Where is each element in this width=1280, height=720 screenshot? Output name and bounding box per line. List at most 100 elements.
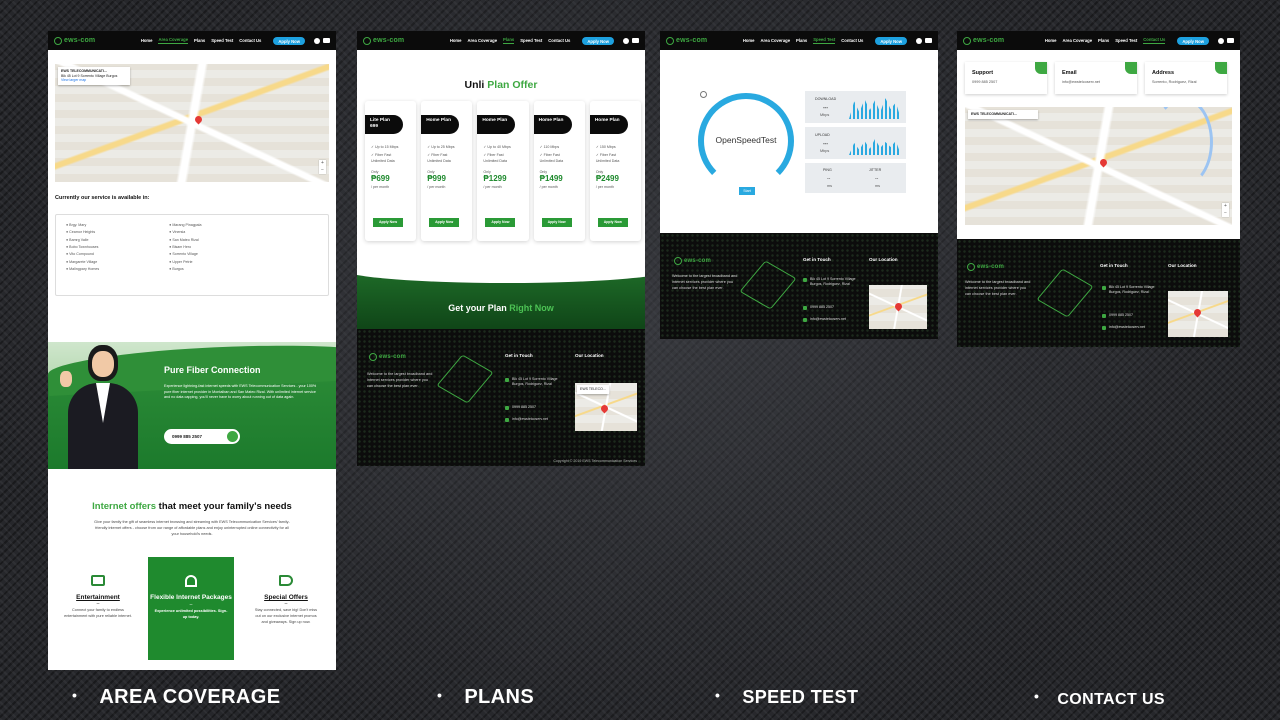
nav-contact[interactable]: Contact Us	[1143, 37, 1166, 44]
map-pin-icon	[1102, 285, 1106, 290]
facebook-icon[interactable]	[623, 37, 629, 44]
sun-icon[interactable]	[700, 91, 707, 98]
plan-apply-button[interactable]: Apply Now	[429, 218, 460, 227]
footer-about: Welcome to the largest broadband and int…	[367, 372, 433, 389]
plan-card[interactable]: Lite Plan 699 ✓ Up to 15 Mbps ✓ Fiber Fa…	[365, 101, 417, 241]
upload-graph	[849, 139, 901, 155]
cta-banner: Get your Plan Right Now	[357, 271, 645, 331]
nav-home[interactable]: Home	[449, 37, 462, 43]
hero-phone-button[interactable]: 0999 885 2507	[164, 429, 240, 444]
nav-speed-test[interactable]: Speed Test	[813, 37, 836, 44]
site-logo[interactable]: ews-com	[666, 36, 707, 45]
nav-speed-test[interactable]: Speed Test	[1115, 37, 1138, 43]
circuit-cube-icon	[739, 260, 797, 310]
copyright: Copyright © 2019 EWS Telecommunication S…	[553, 459, 637, 463]
download-graph	[849, 98, 901, 119]
plan-card[interactable]: Home Plan ✓ 110 Mbps ✓ Fiber Fast Unlimi…	[533, 101, 585, 241]
circuit-cube-icon	[436, 354, 494, 404]
footer-map[interactable]	[869, 285, 927, 329]
nav-area-coverage[interactable]: Area Coverage	[760, 37, 791, 43]
footer-logo: ews-com	[674, 257, 711, 265]
headset-icon	[1035, 62, 1047, 74]
nav-contact[interactable]: Contact Us	[841, 37, 864, 43]
location-item: ● Brgy. Mary	[66, 223, 87, 227]
email-card[interactable]: Email info@ewstelcoserv.net	[1055, 62, 1137, 94]
footer-email[interactable]: info@ewstelcoserv.net	[505, 417, 548, 422]
plan-apply-button[interactable]: Apply Now	[373, 218, 403, 227]
nav-plans[interactable]: Plans	[503, 37, 515, 44]
nav-area-coverage[interactable]: Area Coverage	[158, 37, 189, 44]
apply-now-button[interactable]: Apply Now	[582, 36, 614, 45]
footer-touch-title: Get in Touch	[803, 257, 831, 262]
plan-card[interactable]: Home Plan ✓ Up to 25 Mbps ✓ Fiber Fast U…	[421, 101, 473, 241]
nav-speed-test[interactable]: Speed Test	[520, 37, 543, 43]
caption-area-coverage: •AREA COVERAGE	[72, 686, 281, 708]
offer-card[interactable]: Entertainment – Connect your family to e…	[60, 557, 136, 660]
plan-price: ₱699	[371, 174, 390, 184]
nav-plans[interactable]: Plans	[1098, 37, 1110, 43]
site-logo[interactable]: ews-com	[54, 36, 95, 45]
location-item: ● Malingpary Homes	[66, 267, 100, 272]
plan-apply-button[interactable]: Apply Now	[597, 218, 628, 227]
footer-map[interactable]: EWS TELECO...	[575, 383, 637, 431]
plan-apply-button[interactable]: Apply Now	[541, 218, 572, 227]
nav-contact[interactable]: Contact Us	[239, 37, 262, 43]
plan-card[interactable]: Home Plan ✓ Up to 40 Mbps ✓ Fiber Fast U…	[477, 101, 529, 241]
hero-phone-number: 0999 885 2507	[172, 434, 203, 439]
nav-contact[interactable]: Contact Us	[548, 37, 571, 43]
circuit-cube-icon	[1036, 268, 1094, 318]
mail-icon[interactable]	[925, 37, 932, 43]
ping-value: --	[827, 176, 831, 182]
map-zoom-control[interactable]: +−	[319, 160, 326, 174]
nav-area-coverage[interactable]: Area Coverage	[1062, 37, 1093, 43]
footer-phone[interactable]: 0999 885 2507	[803, 305, 834, 310]
nav-plans[interactable]: Plans	[194, 37, 206, 43]
site-logo[interactable]: ews-com	[963, 36, 1004, 45]
plan-name: Lite Plan 699	[365, 115, 403, 134]
footer-map[interactable]	[1168, 291, 1228, 337]
apply-now-button[interactable]: Apply Now	[875, 36, 907, 45]
support-card[interactable]: Support 0999 885 2507	[965, 62, 1047, 94]
facebook-icon[interactable]	[314, 37, 320, 44]
mail-icon[interactable]	[323, 37, 330, 43]
mail-icon	[803, 317, 807, 322]
mail-icon[interactable]	[632, 37, 639, 43]
site-footer: ews-com Welcome to the largest broadband…	[660, 233, 938, 339]
caption-contact-us: •CONTACT US	[1034, 688, 1166, 708]
megaphone-icon	[279, 575, 293, 586]
facebook-icon[interactable]	[1218, 37, 1224, 44]
footer-phone[interactable]: 0999 885 2507	[1102, 313, 1133, 318]
start-button[interactable]: Start	[739, 187, 755, 195]
nav-home[interactable]: Home	[742, 37, 755, 43]
apply-now-button[interactable]: Apply Now	[273, 36, 305, 45]
nav-home[interactable]: Home	[140, 37, 153, 43]
facebook-icon[interactable]	[916, 37, 922, 44]
mail-icon[interactable]	[1227, 37, 1234, 43]
offer-card-highlight[interactable]: Flexible Internet Packages – Experience …	[148, 557, 234, 660]
offer-title: Special Offers	[264, 594, 308, 601]
globe-icon	[666, 36, 674, 45]
coverage-map[interactable]: EWS TELECOMMUNICATI... Blk 45 Lot 9 Sorr…	[55, 64, 329, 182]
locations-right-list: ● Marang Pinagpala ● Vinersia ● San Mate…	[169, 223, 201, 287]
footer-email[interactable]: info@ewstelcoserv.net	[1102, 325, 1145, 330]
plan-price: ₱1499	[539, 174, 563, 184]
footer-phone[interactable]: 0999 885 2507	[505, 405, 536, 410]
navbar: ews-com Home Area Coverage Plans Speed T…	[957, 31, 1240, 50]
apply-now-button[interactable]: Apply Now	[1177, 36, 1209, 45]
map-zoom-control[interactable]: +−	[1222, 203, 1229, 217]
footer-email[interactable]: info@ewstelcoserv.net	[803, 317, 846, 322]
location-item: ● Upper Petrie	[169, 259, 193, 264]
offer-card[interactable]: Special Offers – Stay connected, save bi…	[248, 557, 324, 660]
plan-apply-button[interactable]: Apply Now	[485, 218, 516, 227]
nav-plans[interactable]: Plans	[796, 37, 808, 43]
nav-home[interactable]: Home	[1044, 37, 1057, 43]
nav-area-coverage[interactable]: Area Coverage	[467, 37, 498, 43]
contact-map[interactable]: EWS TELECOMMUNICATI... +−	[965, 107, 1232, 225]
map-info-card: EWS TELECOMMUNICATI...	[968, 110, 1038, 119]
locations-box: ● Brgy. Mary ● Ceamor Heights ● Bamrg Va…	[55, 214, 329, 296]
location-pin-icon[interactable]	[193, 114, 204, 125]
plan-card[interactable]: Home Plan ✓ 150 Mbps ✓ Fiber Fast Unlimi…	[589, 101, 642, 241]
address-card[interactable]: Address Sorrento, Rodriguez, Rizal	[1145, 62, 1227, 94]
nav-speed-test[interactable]: Speed Test	[211, 37, 234, 43]
site-logo[interactable]: ews-com	[363, 36, 404, 45]
